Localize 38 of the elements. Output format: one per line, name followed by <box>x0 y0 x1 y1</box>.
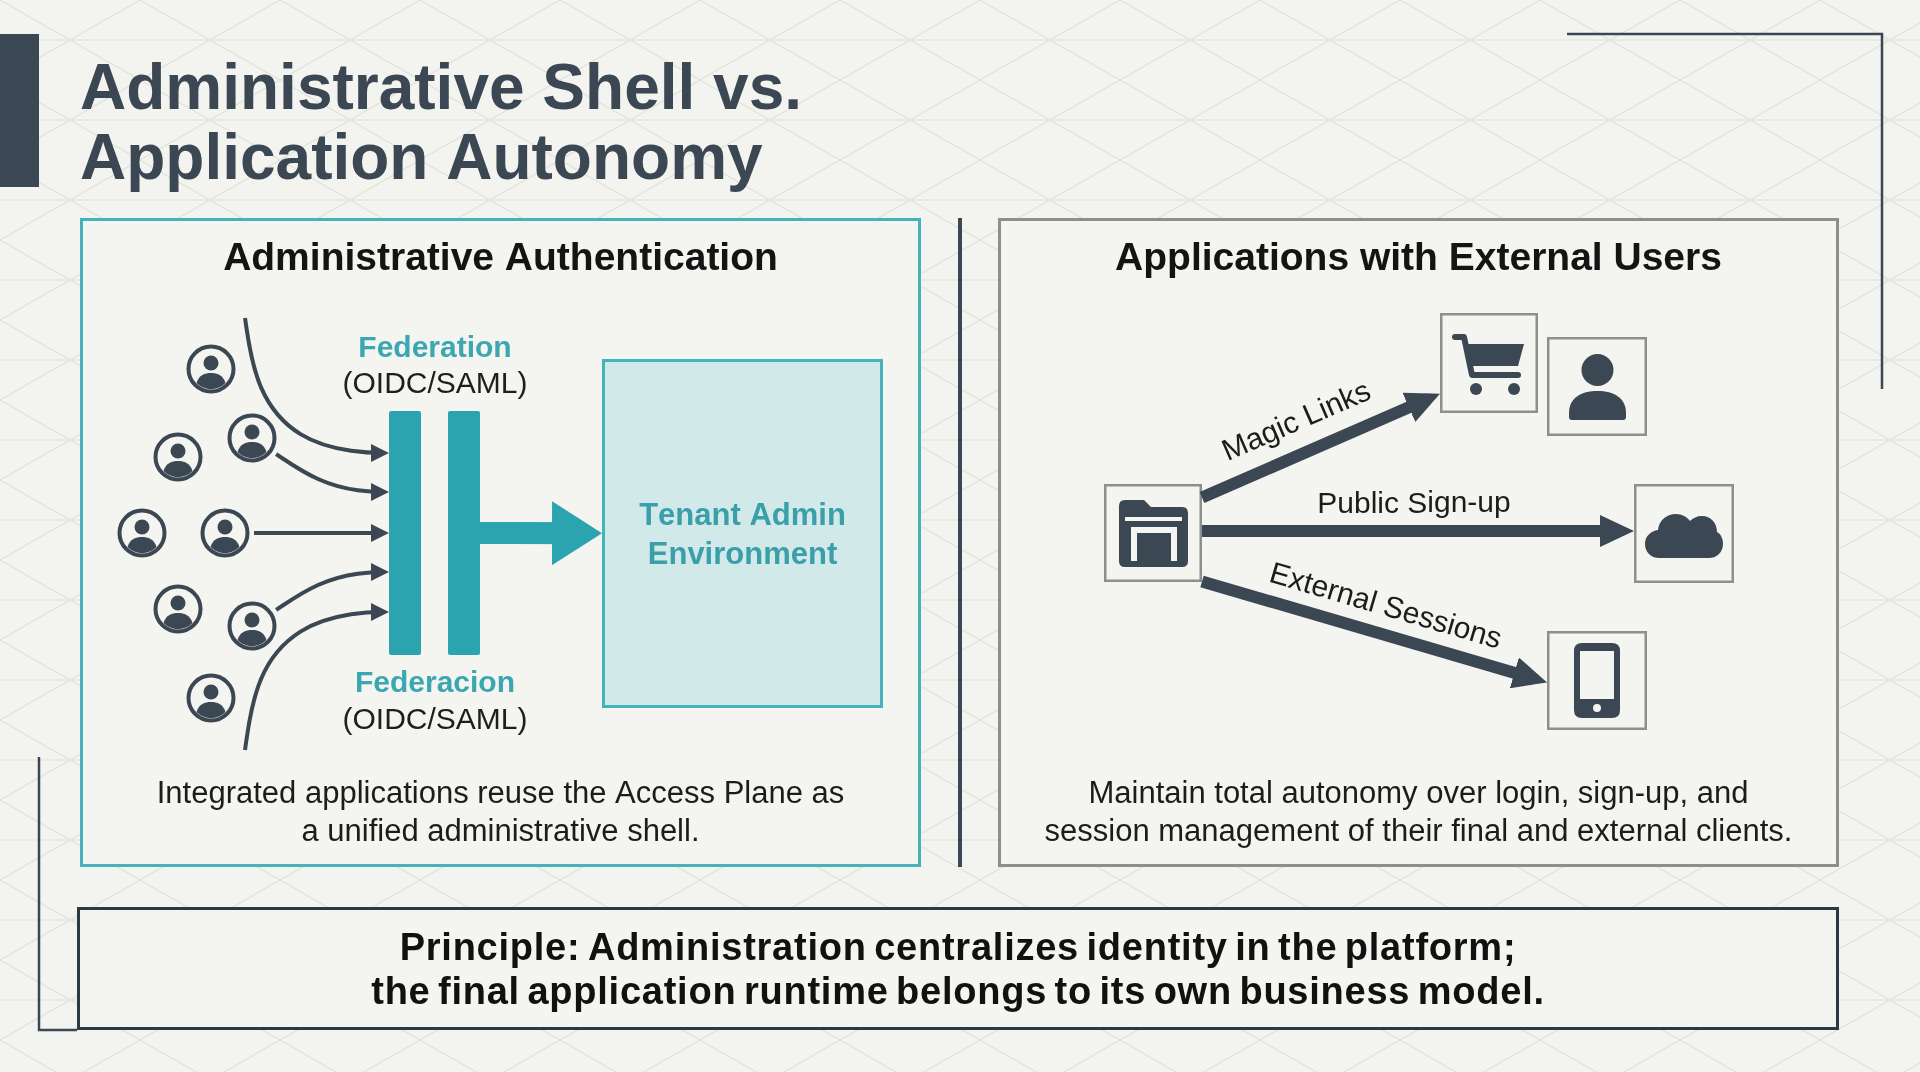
user-avatar-icon <box>227 601 277 651</box>
gate-label: Federation <box>358 329 512 365</box>
arrow <box>243 603 389 751</box>
vertical-bar <box>389 411 421 655</box>
icon-frame <box>1547 631 1647 730</box>
icon-frame <box>1440 313 1538 413</box>
target-box <box>602 359 883 708</box>
arrow <box>1200 575 1549 689</box>
section-panel <box>80 218 921 867</box>
slide-title: Administrative Shell vs. Application Autonomy <box>80 52 804 192</box>
panel-heading: Applications with External Users <box>1115 234 1722 280</box>
gate-label: Federacion <box>354 664 516 700</box>
panel-heading: Administrative Authentication <box>223 234 778 280</box>
arrow <box>275 452 389 501</box>
panel-description: Integrated applications reuse the Access Plane as a unified administrative shell. <box>155 774 846 850</box>
user-avatar-icon <box>227 413 277 463</box>
gate-label: (OIDC/SAML) <box>342 701 528 737</box>
principle-banner <box>77 907 1839 1030</box>
panel-description: Maintain total autonomy over login, sign-up, and session management of their final and external clients. <box>1043 774 1794 850</box>
user-avatar-icon <box>117 508 167 558</box>
vertical-bar <box>448 411 480 655</box>
principle-text: Principle: Administration centralizes identity in the platform; the final application runtime belongs to its own business model. <box>370 924 1546 1013</box>
gate-label: (OIDC/SAML) <box>342 365 528 401</box>
user-avatar-icon <box>153 432 203 482</box>
user-avatar-icon <box>153 584 203 634</box>
arrow <box>254 524 389 542</box>
user-avatar-icon <box>200 508 250 558</box>
box-label: Tenant Admin Environment <box>638 495 847 573</box>
arrow <box>243 317 389 462</box>
icon-frame <box>1634 484 1734 583</box>
section-panel <box>998 218 1839 867</box>
user-avatar-icon <box>186 673 236 723</box>
arrow <box>1202 515 1634 548</box>
arrow <box>479 501 602 566</box>
arrow <box>275 563 389 612</box>
user-avatar-icon <box>186 344 236 394</box>
icon-frame <box>1104 484 1202 582</box>
icon-frame <box>1547 337 1647 436</box>
